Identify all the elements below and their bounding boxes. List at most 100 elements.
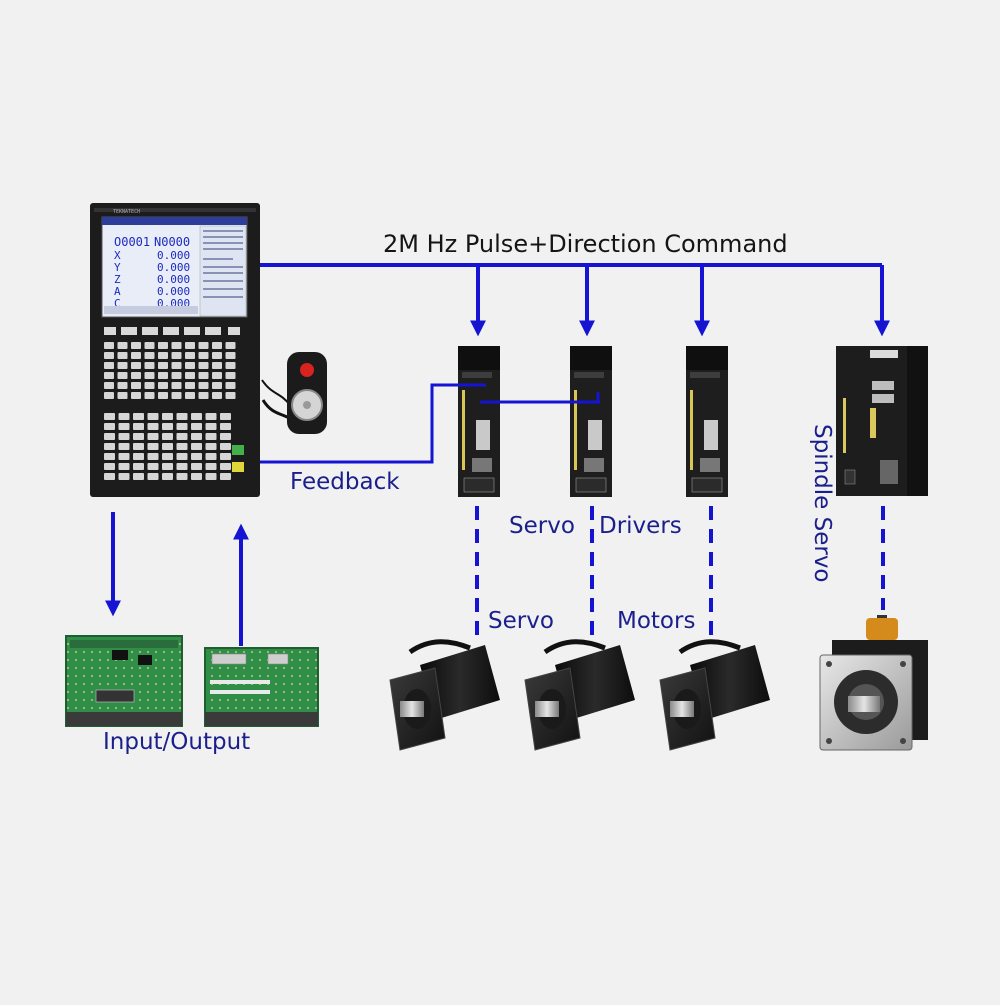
key — [158, 372, 168, 379]
servo-motors-label-2: Motors — [617, 608, 696, 634]
spindle-driver — [836, 346, 928, 496]
key — [144, 372, 155, 379]
key — [131, 362, 141, 369]
key — [185, 342, 195, 349]
servo-drivers-label-2: Drivers — [599, 513, 682, 539]
key — [171, 352, 182, 359]
key — [205, 443, 217, 450]
key — [104, 392, 114, 399]
key — [162, 473, 173, 480]
key — [176, 443, 188, 450]
key — [171, 342, 182, 349]
key — [162, 463, 173, 470]
key — [198, 372, 209, 379]
key — [158, 382, 168, 389]
key — [205, 463, 217, 470]
axis-name: C — [114, 297, 121, 310]
key — [171, 372, 182, 379]
key — [104, 342, 114, 349]
key — [225, 372, 236, 379]
key — [133, 453, 144, 460]
key — [118, 463, 130, 470]
key — [205, 423, 217, 430]
key — [131, 372, 141, 379]
key — [147, 433, 159, 440]
key — [185, 392, 195, 399]
key — [104, 352, 114, 359]
servo-driver — [570, 346, 612, 497]
motor-cables — [475, 506, 885, 635]
io-links — [105, 512, 249, 646]
spindle-motor — [819, 615, 928, 751]
key — [131, 382, 141, 389]
axis-value: 0.000 — [157, 249, 190, 262]
key — [198, 352, 209, 359]
key — [205, 413, 217, 420]
key — [212, 352, 222, 359]
key — [118, 453, 130, 460]
key — [225, 352, 236, 359]
key — [162, 423, 173, 430]
servo-motor — [659, 639, 770, 751]
axis-value: 0.000 — [157, 285, 190, 298]
servo-driver — [458, 346, 500, 497]
key — [117, 362, 128, 369]
io-board-input — [65, 635, 183, 727]
key — [118, 433, 130, 440]
key — [212, 372, 222, 379]
key — [220, 443, 231, 450]
key — [220, 413, 231, 420]
key — [104, 453, 115, 460]
key — [171, 392, 182, 399]
key — [198, 342, 209, 349]
handwheel-pendant — [261, 352, 327, 434]
key — [225, 342, 236, 349]
key — [162, 413, 173, 420]
key — [220, 463, 231, 470]
servo-motors — [389, 639, 770, 751]
key — [131, 392, 141, 399]
key — [185, 362, 195, 369]
feedback-bus — [260, 383, 600, 464]
key — [191, 443, 202, 450]
key — [104, 473, 115, 480]
key — [225, 362, 236, 369]
key — [185, 372, 195, 379]
key — [176, 433, 188, 440]
io-board-output — [204, 647, 319, 727]
feedback-label: Feedback — [290, 469, 400, 495]
key — [131, 342, 141, 349]
key — [198, 382, 209, 389]
key — [205, 453, 217, 460]
key — [147, 473, 159, 480]
key — [104, 433, 115, 440]
key — [185, 352, 195, 359]
key — [144, 362, 155, 369]
block-number: N0000 — [154, 235, 190, 249]
key — [144, 352, 155, 359]
axis-value: 0.000 — [157, 261, 190, 274]
key — [171, 382, 182, 389]
key — [131, 352, 141, 359]
key — [198, 362, 209, 369]
key — [104, 463, 115, 470]
key — [117, 342, 128, 349]
key — [147, 453, 159, 460]
key — [191, 463, 202, 470]
key — [220, 423, 231, 430]
program-number: O0001 — [114, 235, 150, 249]
keypad-upper — [104, 342, 236, 399]
controller-brand: TEKNATECH — [113, 209, 140, 215]
key — [158, 352, 168, 359]
axis-value: 0.000 — [157, 273, 190, 286]
key — [133, 423, 144, 430]
key — [185, 382, 195, 389]
key — [104, 423, 115, 430]
key — [118, 443, 130, 450]
command-bus — [260, 263, 890, 337]
key — [104, 362, 114, 369]
axis-name: X — [114, 249, 121, 262]
key — [144, 382, 155, 389]
key — [225, 382, 236, 389]
key — [104, 372, 114, 379]
